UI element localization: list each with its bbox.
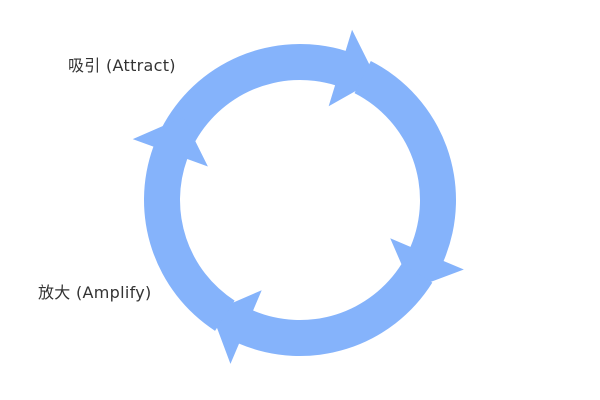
label-attract: 吸引 (Attract)	[68, 56, 176, 75]
label-amplify: 放大 (Amplify)	[38, 283, 152, 302]
arrow-attract	[161, 29, 377, 146]
arrow-left	[132, 117, 235, 331]
arrow-bottom	[211, 263, 433, 364]
arrow-right	[354, 61, 464, 289]
